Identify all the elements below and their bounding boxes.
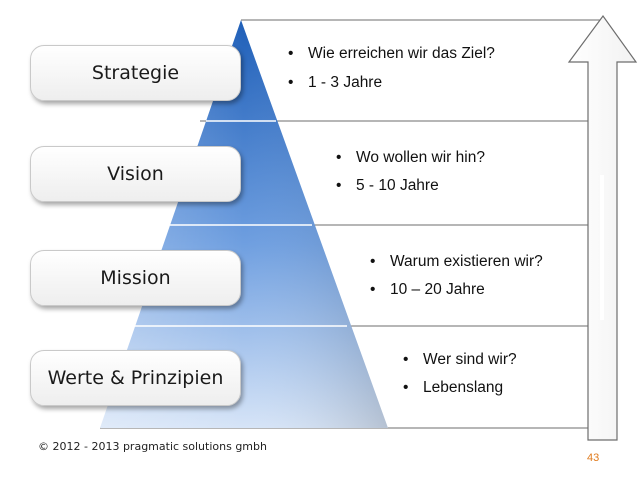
level-label-vision: Vision [30,146,241,202]
level-label-werte: Werte & Prinzipien [30,350,241,406]
bullet-item: •Wie erreichen wir das Ziel? [288,45,495,62]
bullet-item: •1 - 3 Jahre [288,74,383,91]
level-label-strategie: Strategie [30,45,241,101]
bullet-item: •Warum existieren wir? [370,253,543,270]
bullet-item: •Wer sind wir? [403,351,517,368]
bullet-item: •Wo wollen wir hin? [336,149,485,166]
footer-copyright: © 2012 - 2013 pragmatic solutions gmbh [38,440,267,453]
level-label-mission: Mission [30,250,241,306]
bullet-item: •10 – 20 Jahre [370,281,485,298]
up-arrow-icon [567,14,638,441]
bullet-item: •5 - 10 Jahre [336,177,439,194]
bullet-item: •Lebenslang [403,379,504,396]
page-number: 43 [587,452,600,464]
pyramid [100,20,388,428]
